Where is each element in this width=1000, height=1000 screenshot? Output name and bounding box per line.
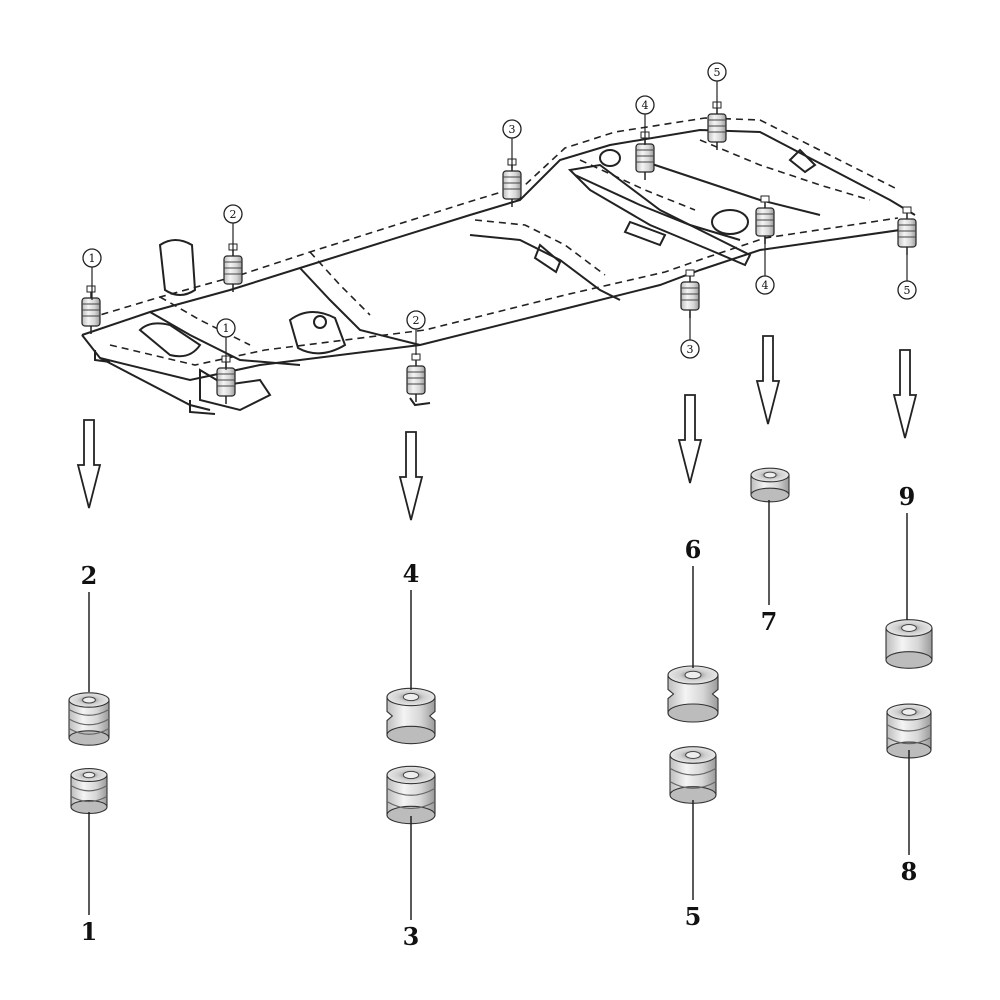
arrow-col2-down-arrow-icon bbox=[398, 431, 424, 521]
callout-c5b: 5 bbox=[897, 255, 917, 300]
mount-5-left bbox=[707, 101, 727, 150]
arrow-col1-down-arrow-icon bbox=[76, 419, 102, 509]
leader-lines bbox=[88, 500, 910, 920]
callout-c3b: 3 bbox=[680, 312, 700, 359]
arrows bbox=[76, 335, 918, 521]
callout-number: 1 bbox=[89, 252, 96, 265]
bushing-part-9 bbox=[885, 619, 933, 669]
bushing-part-2 bbox=[68, 692, 110, 746]
part-label-4: 4 bbox=[403, 559, 420, 588]
mount-5-right bbox=[897, 206, 917, 255]
part-label-3: 3 bbox=[403, 922, 420, 951]
bushing-part-4 bbox=[386, 687, 436, 745]
arrow-col5-down-arrow-icon bbox=[892, 349, 918, 439]
part-label-2: 2 bbox=[81, 561, 98, 590]
callout-c1a: 1 bbox=[82, 248, 102, 300]
callout-c5a: 5 bbox=[707, 62, 727, 108]
callouts: 1 1 2 2 3 3 4 4 5 5 bbox=[82, 62, 917, 370]
bushing-part-8 bbox=[886, 703, 932, 759]
chassis-frame bbox=[81, 117, 916, 415]
part-label-1: 1 bbox=[81, 917, 98, 946]
callout-c2b: 2 bbox=[406, 310, 426, 355]
mount-3-right bbox=[680, 269, 700, 318]
bushing-part-6 bbox=[667, 665, 719, 723]
bushing-part-1 bbox=[70, 767, 108, 815]
mount-1-front-right bbox=[216, 355, 236, 404]
callout-c4a: 4 bbox=[635, 95, 655, 145]
callout-c1b: 1 bbox=[216, 318, 236, 370]
bushing-part-3 bbox=[386, 765, 436, 825]
callout-number: 4 bbox=[762, 279, 769, 292]
part-label-9: 9 bbox=[899, 482, 916, 511]
callout-number: 1 bbox=[223, 322, 230, 335]
callout-number: 5 bbox=[904, 284, 911, 297]
callout-c4b: 4 bbox=[755, 238, 775, 295]
mount-3-left bbox=[502, 158, 522, 207]
mount-1-front-left bbox=[81, 285, 101, 334]
bushing-parts bbox=[68, 467, 933, 825]
mount-2-right bbox=[406, 353, 426, 402]
arrow-col3-down-arrow-icon bbox=[677, 394, 703, 484]
callout-c2a: 2 bbox=[223, 204, 243, 252]
mount-4-right bbox=[755, 195, 775, 244]
callout-number: 5 bbox=[714, 66, 721, 79]
part-numbers: 2 1 4 3 6 5 7 9 8 bbox=[81, 482, 918, 951]
callout-number: 2 bbox=[230, 208, 237, 221]
callout-number: 3 bbox=[509, 123, 516, 136]
part-label-8: 8 bbox=[901, 857, 918, 886]
part-label-5: 5 bbox=[685, 902, 702, 931]
callout-number: 3 bbox=[687, 343, 694, 356]
part-label-7: 7 bbox=[761, 607, 778, 636]
bushing-part-7 bbox=[750, 467, 790, 503]
callout-c3a: 3 bbox=[502, 119, 522, 168]
part-label-6: 6 bbox=[685, 535, 702, 564]
arrow-col4-down-arrow-icon bbox=[755, 335, 781, 425]
callout-number: 4 bbox=[642, 99, 649, 112]
callout-number: 2 bbox=[413, 314, 420, 327]
bushing-part-5 bbox=[669, 746, 717, 804]
